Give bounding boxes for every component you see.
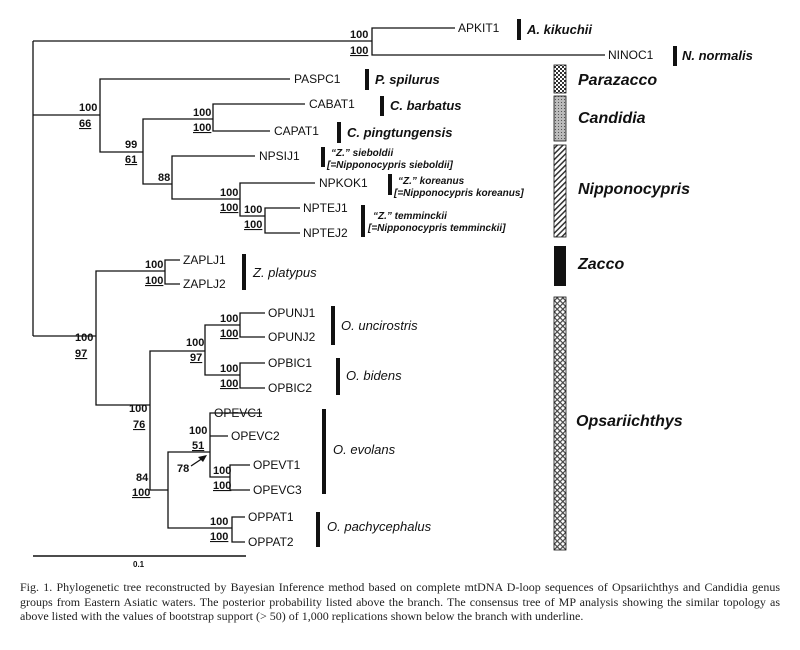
- tip-capat1: CAPAT1: [274, 124, 319, 138]
- branch-opsariichthys: [149, 312, 265, 405]
- pp-candidia: 100: [193, 107, 211, 119]
- branch-nipponocypris: [171, 155, 315, 234]
- bs-evol-pach: 100: [132, 487, 150, 499]
- species-n-sieboldii: [=Nipponocypris sieboldii]: [326, 160, 454, 171]
- group-nipponocypris: Nipponocypris: [578, 181, 690, 198]
- pp-kok-tej: 100: [220, 187, 238, 199]
- species-p-spilurus: P. spilurus: [375, 72, 440, 87]
- species-n-normalis: N. normalis: [682, 48, 753, 63]
- bs-outgroup: 100: [350, 45, 368, 57]
- tip-opbic2: OPBIC2: [268, 381, 312, 395]
- branch-outgroup: [33, 27, 605, 56]
- tip-opevt1: OPEVT1: [253, 458, 301, 472]
- branch-evol-pach: [149, 405, 262, 543]
- bs-kok-tej: 100: [220, 202, 238, 214]
- group-bar-candidia: [553, 95, 567, 142]
- support-values: 100 100 100 66 100 100 99 61 88 100 100 …: [75, 29, 368, 543]
- tip-oppat2: OPPAT2: [248, 535, 294, 549]
- species-o-uncirostris: O. uncirostris: [341, 318, 418, 333]
- bs-tej: 100: [244, 219, 262, 231]
- tip-labels: APKIT1 NINOC1 PASPC1 CABAT1 CAPAT1 NPSIJ…: [183, 21, 654, 549]
- species-z-platypus: Z. platypus: [252, 265, 317, 280]
- pp-bidens: 100: [220, 363, 238, 375]
- species-n-temminckii: [=Nipponocypris temminckii]: [367, 223, 506, 234]
- species-n-koreanus: [=Nipponocypris koreanus]: [393, 188, 524, 199]
- species-o-pachycephalus: O. pachycephalus: [327, 519, 432, 534]
- branch-ingroup-upper: [33, 78, 290, 153]
- pp-tej: 100: [244, 204, 262, 216]
- pp-ingroup: 100: [75, 332, 93, 344]
- bs-evt: 100: [213, 480, 231, 492]
- group-candidia: Candidia: [578, 110, 646, 127]
- tip-nptej2: NPTEJ2: [303, 226, 348, 240]
- group-bar-opsariichthys: [553, 296, 567, 551]
- bs-pachycephalus: 100: [210, 531, 228, 543]
- scale-bar: 0.1: [33, 555, 246, 569]
- pp-pachycephalus: 100: [210, 516, 228, 528]
- group-bar-zacco: [554, 246, 566, 286]
- tip-zaplj1: ZAPLJ1: [183, 253, 226, 267]
- arrow-icon: [190, 455, 207, 467]
- bs-opsariichthys: 76: [133, 419, 145, 431]
- bs-unc-bid: 97: [190, 352, 202, 364]
- group-opsariichthys: Opsariichthys: [576, 413, 683, 430]
- pp-evolans-inner: 78: [177, 463, 189, 475]
- pp-parazacco: 100: [79, 102, 97, 114]
- pp-evt: 100: [213, 465, 231, 477]
- species-z-temminckii: “Z.” temminckii: [373, 211, 447, 222]
- tip-oppat1: OPPAT1: [248, 510, 294, 524]
- bs-ingroup: 97: [75, 348, 87, 360]
- pp-evolans: 100: [189, 425, 207, 437]
- species-c-pingtungensis: C. pingtungensis: [347, 125, 452, 140]
- pp-nipponocypris: 88: [158, 172, 170, 184]
- group-zacco: Zacco: [577, 256, 624, 273]
- tip-opevc2: OPEVC2: [231, 429, 280, 443]
- group-bar-nipponocypris: [553, 144, 567, 238]
- species-o-bidens: O. bidens: [346, 368, 402, 383]
- branch-candidia-nipp: [142, 103, 305, 185]
- bs-cand-nipp: 61: [125, 154, 137, 166]
- tip-paspc1: PASPC1: [294, 72, 341, 86]
- tip-apkit1: APKIT1: [458, 21, 500, 35]
- pp-unc-bid: 100: [186, 337, 204, 349]
- species-annotations: A. kikuchii N. normalis P. spilurus C. b…: [242, 19, 753, 547]
- tip-opunj2: OPUNJ2: [268, 330, 316, 344]
- tip-opunj1: OPUNJ1: [268, 306, 316, 320]
- species-o-evolans: O. evolans: [333, 442, 396, 457]
- species-z-koreanus: “Z.” koreanus: [398, 176, 465, 187]
- group-parazacco: Parazacco: [578, 72, 657, 89]
- bs-zacco: 100: [145, 275, 163, 287]
- tip-opevc1: OPEVC1: [214, 406, 263, 420]
- pp-evol-pach: 84: [136, 472, 149, 484]
- tip-nptej1: NPTEJ1: [303, 201, 348, 215]
- pp-uncirostris: 100: [220, 313, 238, 325]
- bs-evolans: 51: [192, 440, 204, 452]
- species-z-sieboldii: “Z.” sieboldii: [331, 148, 393, 159]
- tip-ninoc1: NINOC1: [608, 48, 654, 62]
- bs-bidens: 100: [220, 378, 238, 390]
- tip-cabat1: CABAT1: [309, 97, 355, 111]
- group-bars: Parazacco Candidia Nipponocypris Zacco O…: [553, 64, 690, 551]
- tip-zaplj2: ZAPLJ2: [183, 277, 226, 291]
- bs-uncirostris: 100: [220, 328, 238, 340]
- species-a-kikuchii: A. kikuchii: [526, 22, 592, 37]
- pp-zacco: 100: [145, 259, 163, 271]
- scale-label: 0.1: [133, 560, 145, 569]
- pp-opsariichthys: 100: [129, 403, 147, 415]
- branch-ingroup-lower: [33, 259, 180, 406]
- pp-cand-nipp: 99: [125, 139, 137, 151]
- bs-candidia: 100: [193, 122, 211, 134]
- tree-branches: [32, 27, 605, 543]
- bs-parazacco: 66: [79, 118, 91, 130]
- tip-npsij1: NPSIJ1: [259, 149, 300, 163]
- figure-caption: Fig. 1. Phylogenetic tree reconstructed …: [20, 580, 780, 623]
- tip-npkok1: NPKOK1: [319, 176, 368, 190]
- tip-opbic1: OPBIC1: [268, 356, 312, 370]
- tip-opevc3: OPEVC3: [253, 483, 302, 497]
- group-bar-parazacco: [553, 64, 567, 94]
- species-c-barbatus: C. barbatus: [390, 98, 462, 113]
- pp-outgroup: 100: [350, 29, 368, 41]
